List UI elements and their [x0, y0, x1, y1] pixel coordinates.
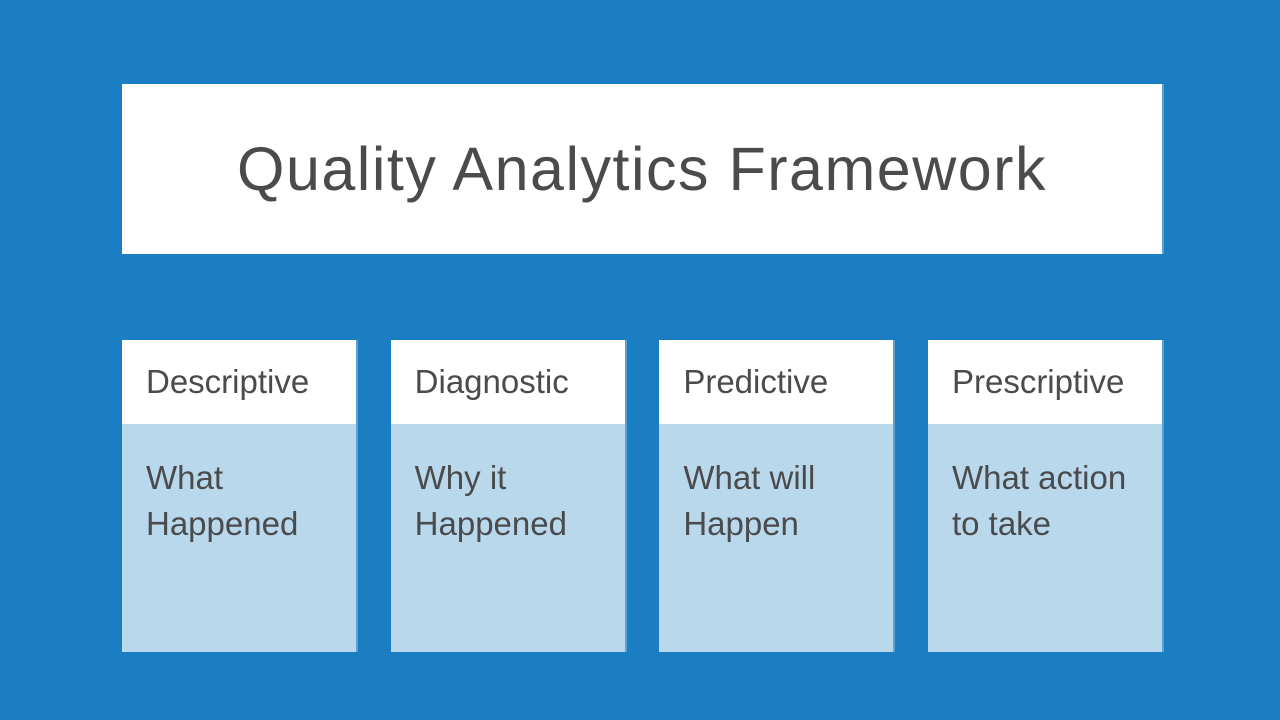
card-prescriptive: Prescriptive What action to take [927, 340, 1162, 652]
analytics-columns: Descriptive What Happened Diagnostic Why… [122, 340, 1162, 652]
card-descriptive: Descriptive What Happened [122, 340, 356, 652]
slide-title: Quality Analytics Framework [237, 135, 1047, 203]
card-diagnostic: Diagnostic Why it Happened [390, 340, 625, 652]
card-descriptive-body: What Happened [122, 424, 356, 652]
card-descriptive-header: Descriptive [122, 340, 356, 424]
card-prescriptive-body: What action to take [927, 424, 1162, 652]
card-prescriptive-header: Prescriptive [927, 340, 1162, 424]
card-predictive: Predictive What will Happen [659, 340, 894, 652]
title-banner: Quality Analytics Framework [122, 84, 1162, 254]
card-diagnostic-body: Why it Happened [390, 424, 625, 652]
card-predictive-header: Predictive [659, 340, 894, 424]
card-diagnostic-header: Diagnostic [390, 340, 625, 424]
card-predictive-body: What will Happen [659, 424, 894, 652]
